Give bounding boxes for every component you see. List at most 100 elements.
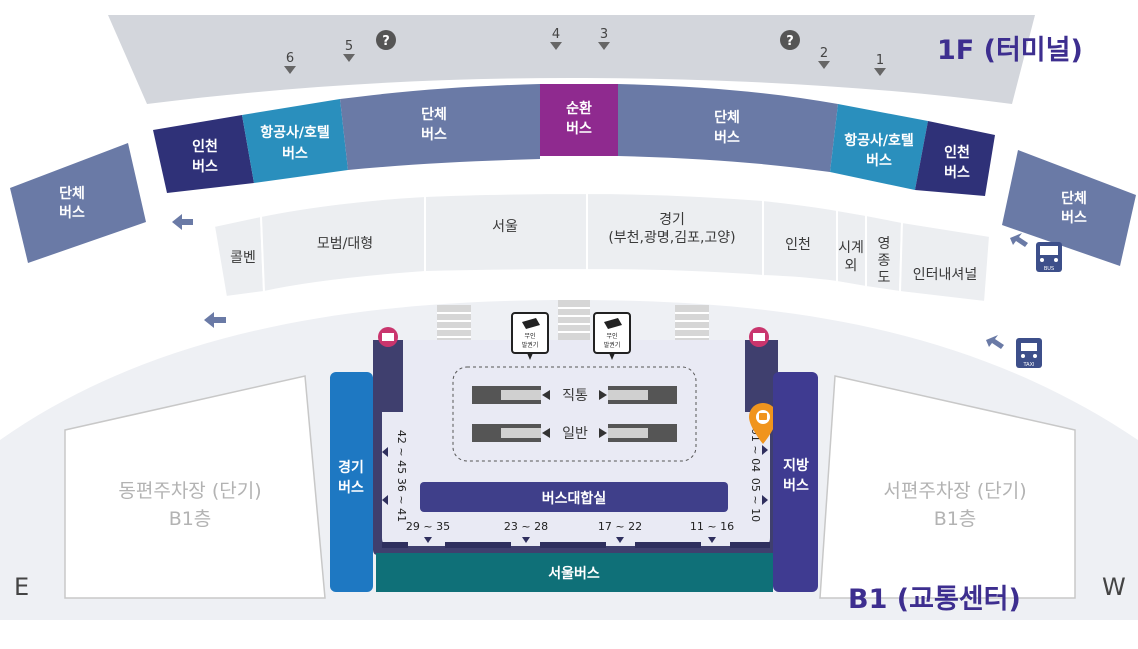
svg-text:단체: 단체	[59, 185, 85, 202]
svg-text:발권기: 발권기	[604, 341, 621, 349]
svg-text:?: ?	[786, 34, 794, 49]
bus-stop-group-center-right[interactable]: 단체 버스	[618, 84, 838, 172]
parking-west[interactable]: 서편주차장 (단기) B1층	[819, 375, 1076, 599]
svg-text:버스: 버스	[59, 204, 85, 221]
arrow-up-left-icon	[1010, 233, 1028, 247]
door-5[interactable]: 5	[343, 39, 355, 62]
door-2[interactable]: 2	[818, 46, 830, 69]
escalator-express[interactable]: 직통	[472, 386, 677, 404]
bus-stop-airline-hotel-left[interactable]: 항공사/호텔 버스	[242, 99, 348, 183]
compass-west: W	[1102, 573, 1126, 601]
door-6[interactable]: 6	[284, 51, 296, 74]
zone-gyeonggi[interactable]: 경기 (부천,광명,김포,고양)	[608, 212, 735, 246]
floor-label-1f: 1F (터미널)	[937, 35, 1083, 66]
svg-text:콜벤: 콜벤	[230, 250, 256, 266]
svg-text:시계: 시계	[838, 240, 864, 256]
zone-seoul[interactable]: 서울	[492, 219, 518, 235]
svg-text:인천: 인천	[785, 237, 811, 253]
question-circle-icon[interactable]: ?	[376, 30, 396, 50]
svg-text:버스: 버스	[944, 164, 970, 181]
svg-text:서울버스: 서울버스	[548, 565, 600, 582]
svg-text:순환: 순환	[566, 100, 592, 117]
svg-text:직통: 직통	[562, 388, 588, 404]
bus-waiting-lounge[interactable]: 버스대합실	[420, 482, 728, 512]
svg-text:3: 3	[600, 27, 608, 42]
compass-east: E	[14, 573, 29, 601]
svg-text:무인: 무인	[524, 333, 535, 340]
bus-stop-group-center-left[interactable]: 단체 버스	[340, 84, 540, 170]
arrow-down-icon	[284, 66, 296, 74]
svg-text:동편주차장 (단기): 동편주차장 (단기)	[118, 480, 261, 502]
svg-text:인천: 인천	[944, 144, 970, 161]
svg-text:종: 종	[878, 253, 891, 269]
zone-deluxe-taxi[interactable]: 모범/대형	[317, 236, 373, 252]
svg-text:항공사/호텔: 항공사/호텔	[844, 132, 914, 149]
svg-text:버스: 버스	[714, 129, 740, 146]
svg-text:일반: 일반	[562, 426, 588, 442]
door-3[interactable]: 3	[598, 27, 610, 50]
bus-stop-circulation[interactable]: 순환 버스	[540, 84, 618, 156]
bus-stop-incheon-right[interactable]: 인천 버스	[915, 121, 995, 196]
zone-out-of-city[interactable]: 시계 외	[838, 240, 864, 274]
svg-text:36 ~ 41: 36 ~ 41	[395, 478, 408, 522]
svg-text:무인: 무인	[606, 333, 617, 340]
svg-text:?: ?	[382, 34, 390, 49]
bus-stop-group-far-left[interactable]: 단체 버스	[10, 143, 146, 263]
svg-text:BUS: BUS	[1044, 266, 1054, 272]
svg-text:2: 2	[820, 46, 828, 61]
location-pin-icon[interactable]	[749, 403, 777, 444]
door-4[interactable]: 4	[550, 27, 562, 50]
bus-stop-incheon-left[interactable]: 인천 버스	[153, 115, 254, 193]
jibang-bus-platform[interactable]: 지방 버스	[773, 372, 818, 592]
arrow-left-icon	[172, 214, 193, 230]
svg-text:01 ~ 04: 01 ~ 04	[749, 428, 762, 472]
gates-bottom: 29 ~ 35 23 ~ 28 17 ~ 22 11 ~ 16	[406, 520, 734, 543]
svg-text:서편주차장 (단기): 서편주차장 (단기)	[883, 480, 1026, 502]
svg-text:05 ~ 10: 05 ~ 10	[749, 478, 762, 522]
bus-stop-airline-hotel-right[interactable]: 항공사/호텔 버스	[830, 104, 928, 190]
waiting-hall	[382, 340, 770, 546]
svg-text:(부천,광명,김포,고양): (부천,광명,김포,고양)	[608, 230, 735, 246]
bus-stop-group-far-right[interactable]: 단체 버스	[1002, 150, 1136, 266]
svg-text:42 ~ 45: 42 ~ 45	[395, 430, 408, 474]
svg-text:발권기: 발권기	[522, 341, 539, 349]
svg-text:지방: 지방	[783, 457, 809, 474]
gates-left: 42 ~ 45 36 ~ 41	[382, 430, 408, 522]
arrow-down-icon	[343, 54, 355, 62]
zone-callvan[interactable]: 콜벤	[230, 250, 256, 266]
svg-text:버스: 버스	[866, 152, 892, 169]
svg-text:경기: 경기	[659, 212, 685, 228]
svg-text:외: 외	[845, 258, 858, 274]
svg-text:버스: 버스	[192, 158, 218, 175]
gate-markers	[382, 542, 770, 548]
ticket-icon	[522, 318, 540, 329]
svg-text:서울: 서울	[492, 219, 518, 235]
ticket-kiosk-right[interactable]: 무인 발권기	[593, 312, 631, 360]
svg-text:B1층: B1층	[169, 508, 212, 530]
svg-text:버스: 버스	[566, 120, 592, 137]
shop-icon	[749, 327, 769, 347]
question-circle-icon[interactable]: ?	[780, 30, 800, 50]
svg-text:17 ~ 22: 17 ~ 22	[598, 520, 642, 533]
zone-international[interactable]: 인터내셔널	[913, 267, 977, 283]
parking-east[interactable]: 동편주차장 (단기) B1층	[64, 375, 326, 599]
arrow-down-icon	[550, 42, 562, 50]
door-1[interactable]: 1	[874, 53, 886, 76]
gyeonggi-bus-platform[interactable]: 경기 버스	[330, 372, 373, 592]
svg-text:5: 5	[345, 39, 353, 54]
svg-text:버스대합실: 버스대합실	[542, 490, 606, 507]
escalator-general[interactable]: 일반	[472, 424, 677, 442]
zone-yeongjongdo[interactable]: 영 종 도	[878, 236, 891, 286]
stairs-center	[558, 300, 590, 342]
seoul-bus-platform[interactable]: 서울버스	[376, 553, 773, 592]
arrow-down-icon	[874, 68, 886, 76]
svg-text:TAXI: TAXI	[1023, 362, 1035, 368]
ticket-kiosk-left[interactable]: 무인 발권기	[511, 312, 549, 360]
svg-text:단체: 단체	[1061, 190, 1087, 207]
ticket-icon	[604, 318, 622, 329]
svg-text:버스: 버스	[1061, 209, 1087, 226]
zone-incheon[interactable]: 인천	[785, 237, 811, 253]
floor-label-b1: B1 (교통센터)	[848, 584, 1021, 615]
destination-zones	[212, 191, 992, 304]
